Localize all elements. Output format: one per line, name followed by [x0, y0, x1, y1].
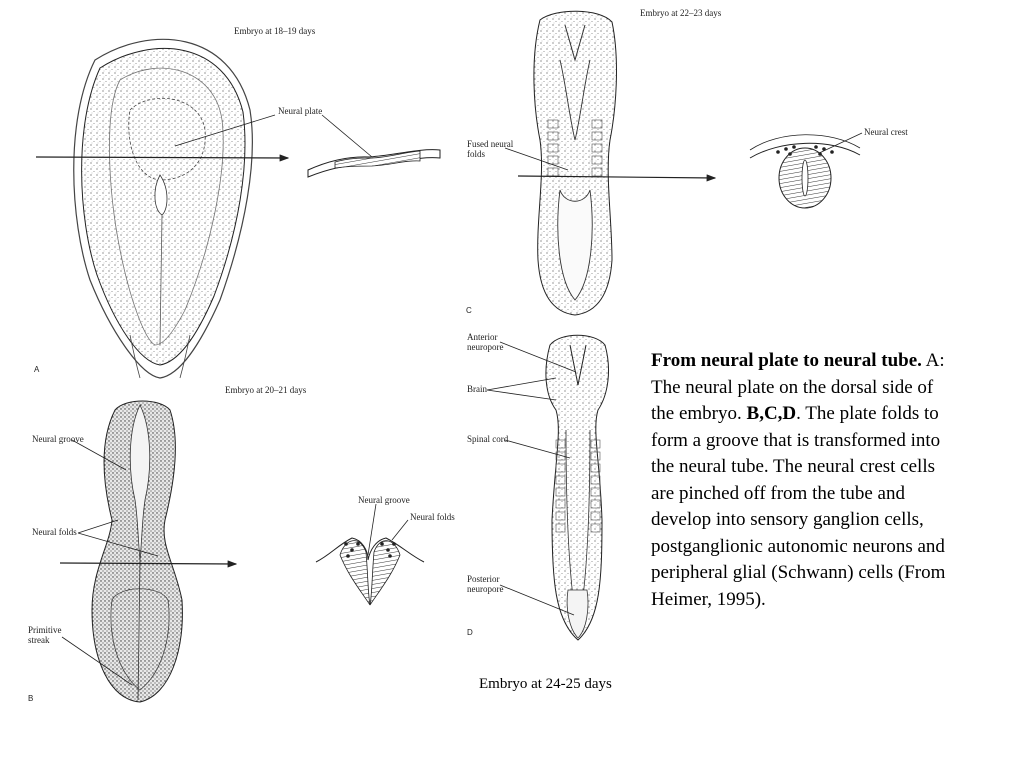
panel-d-posterior-neuropore-leader	[499, 584, 575, 616]
panel-c-section-arrow	[517, 174, 717, 182]
panel-d-label-anterior-line1: Anterior	[467, 332, 498, 342]
panel-a-section-leader	[321, 114, 373, 158]
caption-bcd-label: B,C,D	[746, 403, 797, 424]
panel-a-letter: A	[34, 365, 40, 374]
panel-b-section-label-folds: Neural folds	[410, 512, 455, 522]
panel-b-embryo-drawing	[91, 400, 183, 703]
panel-b-cross-section	[315, 537, 425, 606]
panel-d-anterior-neuropore-leader	[499, 341, 577, 373]
panel-b-section-groove-leader	[367, 503, 377, 556]
panel-d-brain-leader-1	[486, 377, 557, 391]
panel-a-section-arrow	[35, 154, 290, 162]
panel-a-cross-section	[307, 149, 441, 178]
panel-b-section-label-groove: Neural groove	[358, 495, 410, 505]
panel-d-label-posterior-line1: Posterior	[467, 574, 500, 584]
caption-a-text: The neural plate on the dorsal side of t…	[651, 376, 934, 425]
panel-c-neural-crest-leader	[814, 132, 863, 156]
panel-d-label-brain: Brain	[467, 384, 487, 394]
panel-b-neural-folds-leader-2	[77, 532, 159, 557]
panel-c-embryo-drawing	[533, 10, 617, 316]
panel-b-label-primitive-line2: streak	[28, 635, 50, 645]
panel-b-neural-folds-leader-1	[77, 519, 119, 534]
panel-d-spinal-cord-leader	[504, 439, 571, 459]
panel-b-label-primitive-line1: Primitive	[28, 625, 62, 635]
panel-b-primitive-streak-leader	[61, 636, 133, 686]
panel-d-label-posterior-line2: neuropore	[467, 584, 504, 594]
panel-c-label-fused-line1: Fused neural	[467, 139, 514, 149]
panel-c-letter: C	[466, 306, 472, 315]
panel-a-title: Embryo at 18–19 days	[234, 26, 316, 36]
panel-b-neural-groove-leader	[71, 439, 127, 471]
panel-d-label-spinal-cord: Spinal cord	[467, 434, 509, 444]
panel-b-letter: B	[28, 694, 34, 703]
panel-c-title: Embryo at 22–23 days	[640, 8, 722, 18]
panel-a-label-neural-plate: Neural plate	[278, 106, 323, 116]
panel-d-embryo-drawing	[545, 334, 610, 641]
panel-b-label-neural-folds: Neural folds	[32, 527, 77, 537]
panel-a-embryo-drawing	[73, 38, 253, 379]
figure-caption: From neural plate to neural tube. A: The…	[651, 348, 956, 613]
panel-c-fused-folds-leader	[504, 147, 569, 171]
panel-a-neural-plate-leader	[174, 114, 276, 147]
panel-b-section-folds-leader	[391, 519, 409, 541]
panel-d-letter: D	[467, 628, 473, 637]
panel-b-label-neural-groove: Neural groove	[32, 434, 84, 444]
panel-b-title: Embryo at 20–21 days	[225, 385, 307, 395]
panel-d-brain-leader-2	[486, 389, 557, 401]
caption-a-label: A:	[925, 350, 945, 371]
panel-c-label-fused-line2: folds	[467, 149, 485, 159]
caption-title: From neural plate to neural tube.	[651, 350, 922, 371]
panel-b-section-arrow	[59, 560, 238, 568]
panel-d-label-anterior-line2: neuropore	[467, 342, 504, 352]
panel-c-cross-section	[749, 134, 861, 209]
panel-c-label-neural-crest: Neural crest	[864, 127, 908, 137]
panel-d-caption: Embryo at 24-25 days	[479, 676, 612, 692]
caption-bcd-text: . The plate folds to form a groove that …	[651, 403, 946, 610]
